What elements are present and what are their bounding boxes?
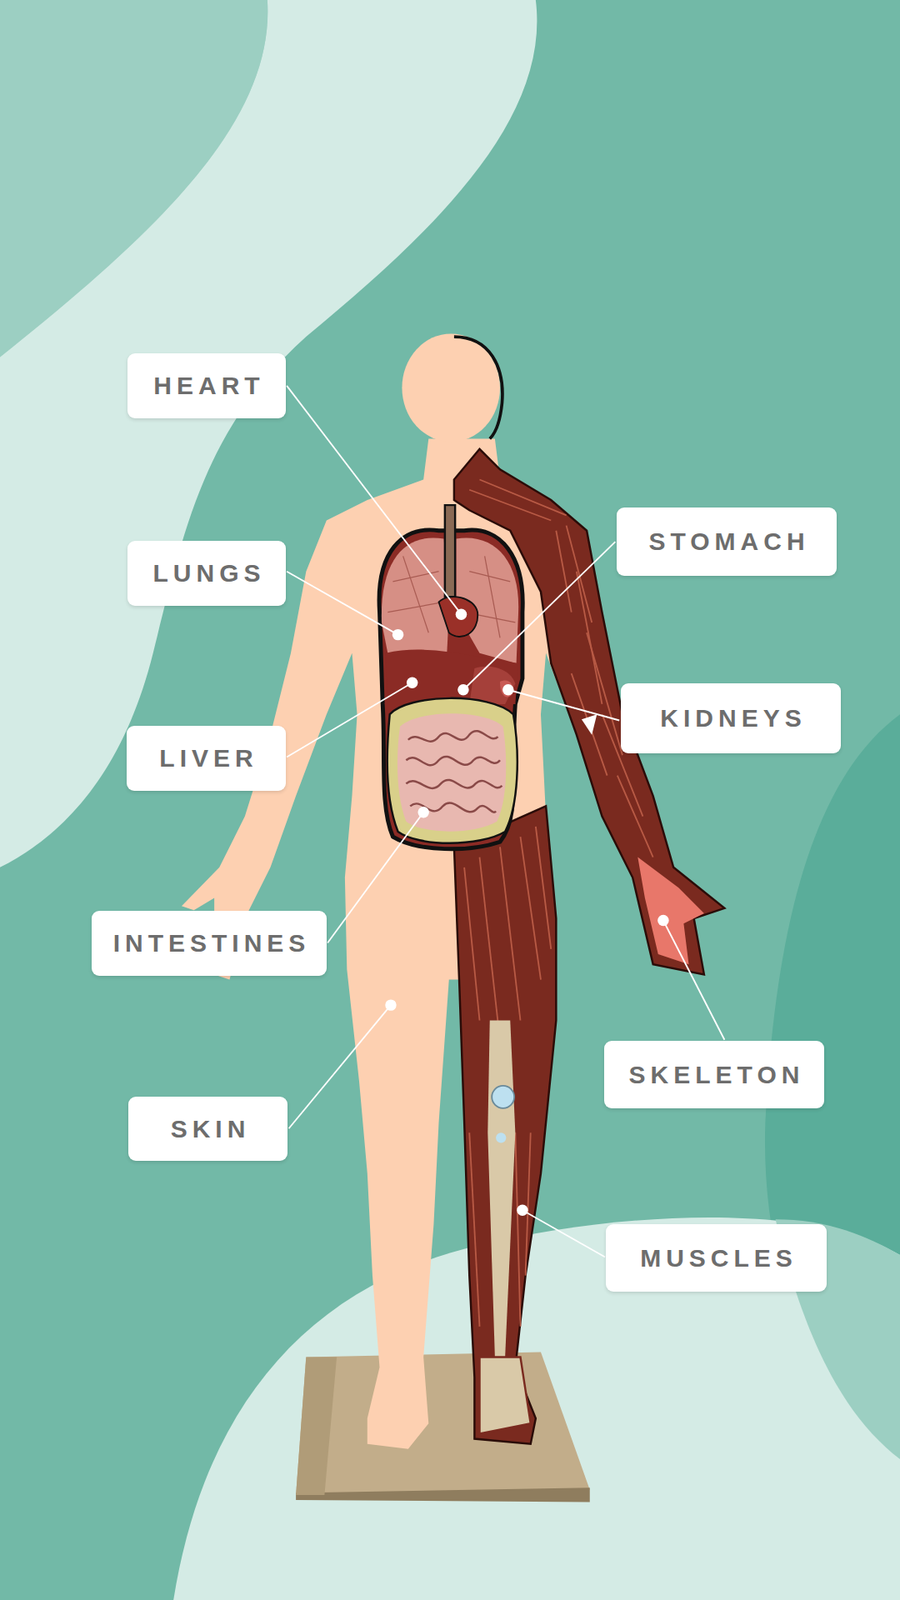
organs: [379, 505, 523, 850]
organ-label: INTESTINES: [108, 930, 311, 956]
label-box: KIDNEYS: [620, 683, 841, 754]
label-box: LUNGS: [127, 540, 286, 606]
label-box: STOMACH: [616, 507, 837, 576]
organ-label: KIDNEYS: [655, 705, 806, 731]
leg-muscles: [454, 805, 556, 1444]
organ-label: LIVER: [154, 745, 258, 771]
label-box: SKELETON: [604, 1040, 825, 1109]
background-shape: [173, 1217, 900, 1600]
organ-label: STOMACH: [643, 529, 810, 555]
label-box: LIVER: [126, 725, 286, 791]
organ-label: LUNGS: [148, 560, 266, 586]
knee-cap: [491, 1085, 515, 1109]
foot-bones: [480, 1357, 531, 1435]
stand-shade: [295, 1357, 337, 1495]
organ-label: MUSCLES: [635, 1245, 798, 1271]
label-box: HEART: [127, 353, 286, 419]
organ-label: SKIN: [165, 1116, 251, 1142]
tendon: [581, 714, 597, 735]
stand-base: [295, 1351, 590, 1495]
label-box: INTESTINES: [91, 910, 327, 976]
background-shape: [0, 0, 537, 868]
label-box: SKIN: [128, 1096, 288, 1161]
organ-label: SKELETON: [624, 1062, 805, 1088]
stand-edge: [295, 1487, 590, 1502]
shin-bone: [487, 1020, 515, 1357]
label-box: MUSCLES: [605, 1224, 827, 1292]
knee-joint: [495, 1132, 506, 1143]
organ-label: HEART: [148, 373, 265, 399]
head-outline: [454, 336, 503, 439]
hand-muscles: [637, 857, 705, 965]
